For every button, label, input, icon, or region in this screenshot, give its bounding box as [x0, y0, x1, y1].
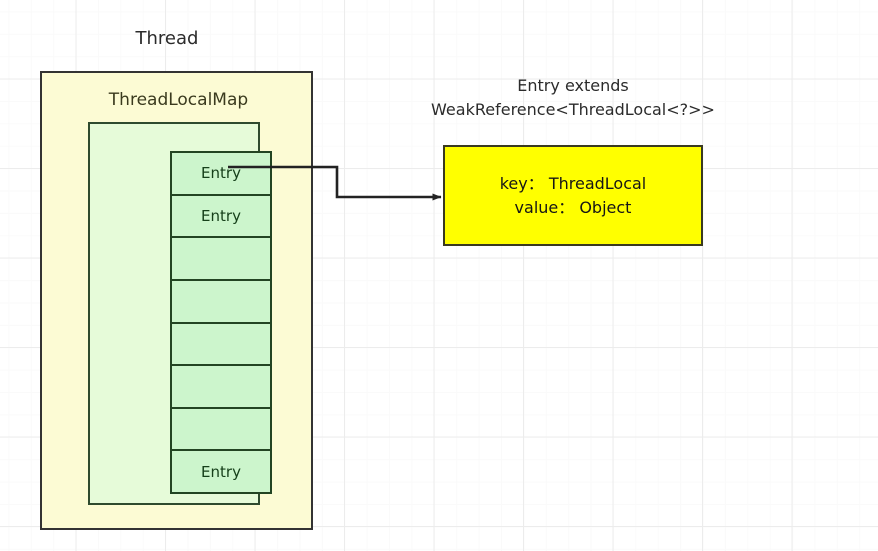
entry-cell-7[interactable]: Entry	[170, 449, 272, 494]
threadlocalmap-box[interactable]: Entry Entry	[88, 122, 272, 505]
entry-cell-stack: Entry Entry	[170, 151, 272, 494]
entry-cell-label: Entry	[201, 164, 241, 183]
entry-cell-4[interactable]	[170, 321, 272, 367]
entry-cell-6[interactable]	[170, 406, 272, 452]
thread-label: Thread	[135, 28, 199, 49]
entry-class-line2: WeakReference<ThreadLocal<?>>	[431, 100, 715, 119]
entry-cell-label: Entry	[201, 462, 241, 481]
entry-class-caption: Entry extends WeakReference<ThreadLocal<…	[398, 74, 748, 122]
entry-cell-0[interactable]: Entry	[170, 151, 272, 196]
entry-cell-2[interactable]	[170, 236, 272, 281]
threadlocalmap-label: ThreadLocalMap	[108, 90, 249, 110]
entry-cell-1[interactable]: Entry	[170, 193, 272, 239]
key-value-box[interactable]: key： ThreadLocal value： Object	[443, 145, 703, 246]
key-field: key： ThreadLocal	[499, 173, 647, 193]
entry-class-line1: Entry extends	[517, 76, 629, 95]
value-field: value： Object	[514, 197, 632, 217]
entry-cell-label: Entry	[201, 206, 241, 225]
thread-box[interactable]: ThreadLocalMap Entry Entry	[40, 71, 313, 530]
entry-cell-5[interactable]	[170, 364, 272, 409]
entry-cell-3[interactable]	[170, 278, 272, 324]
